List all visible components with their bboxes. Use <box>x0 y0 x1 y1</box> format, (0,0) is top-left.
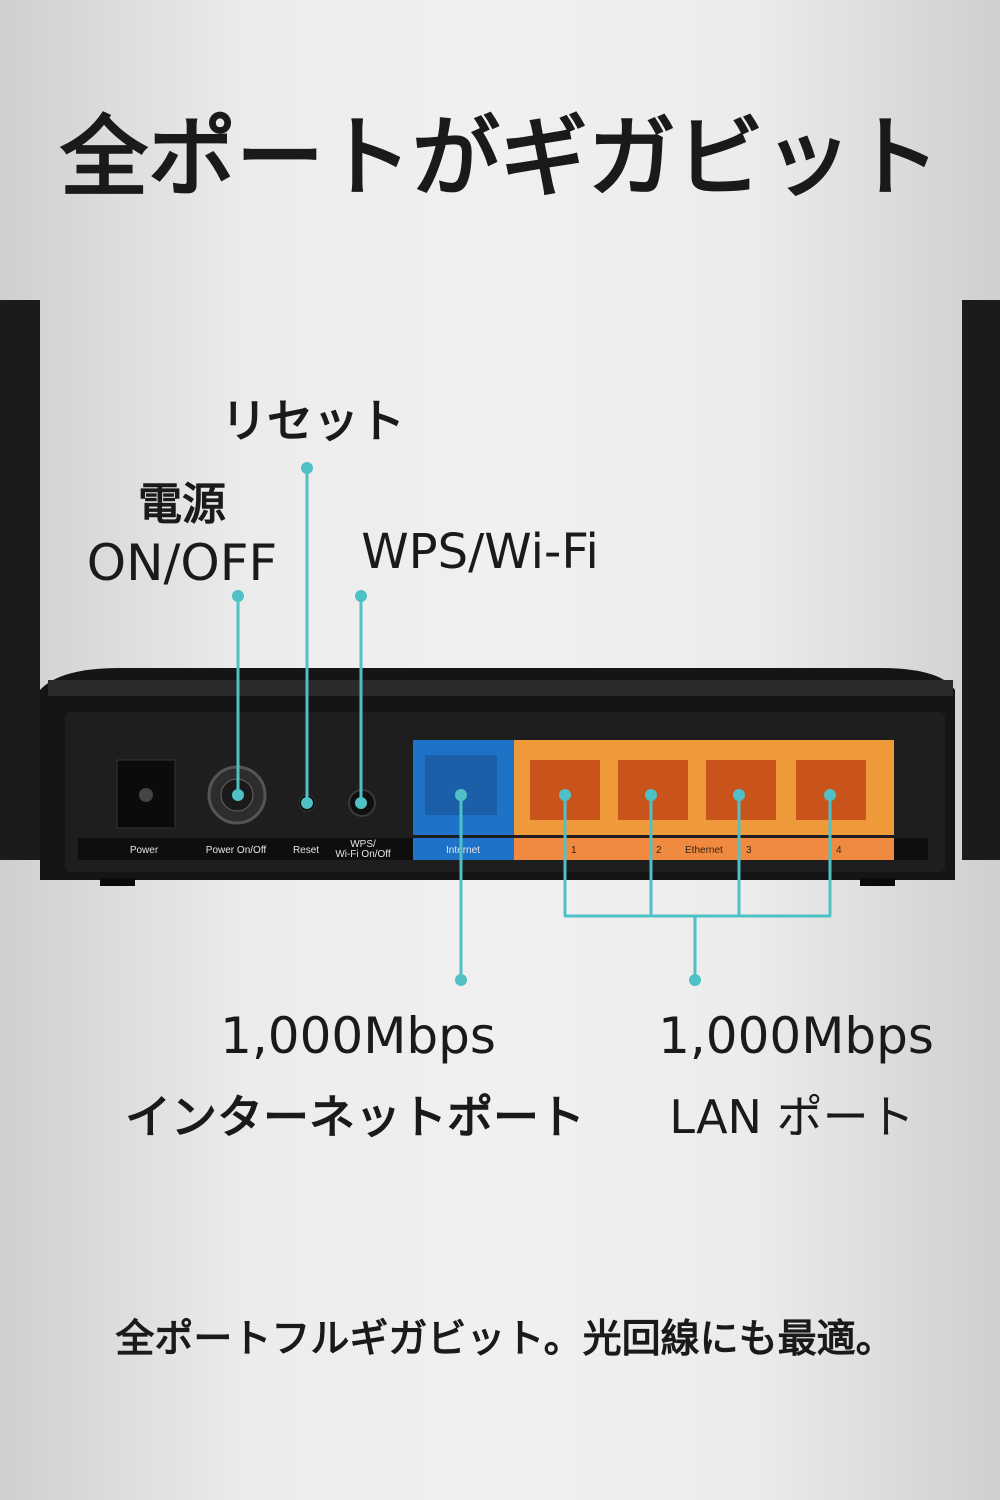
right-antenna <box>962 300 1000 860</box>
callout-lines <box>232 462 836 986</box>
label-port-1: 1 <box>571 845 577 856</box>
router-back-panel: Power Power On/Off Reset WPS/ Wi-Fi On/O… <box>40 668 955 886</box>
label-reset: Reset <box>293 845 319 856</box>
label-port-3: 3 <box>746 845 752 856</box>
label-power: Power <box>130 845 159 856</box>
label-wps-1: WPS/ <box>350 839 376 850</box>
lan-label: LAN ポート <box>669 1090 914 1144</box>
label-ethernet: Ethernet <box>685 845 723 856</box>
internet-speed: 1,000Mbps <box>220 1007 496 1065</box>
label-port-4: 4 <box>836 845 842 856</box>
lan-speed: 1,000Mbps <box>658 1007 934 1065</box>
internet-label: インターネットポート <box>125 1090 585 1144</box>
label-internet: Internet <box>446 845 480 856</box>
callout-power-1: 電源 <box>138 479 226 530</box>
footer-tagline: 全ポートフルギガビット。光回線にも最適。 <box>114 1317 894 1362</box>
left-antenna <box>0 300 40 860</box>
label-power-onoff: Power On/Off <box>206 845 267 856</box>
label-wps-2: Wi-Fi On/Off <box>335 849 391 860</box>
callout-reset: リセット <box>221 394 405 448</box>
title: 全ポートがギガビット <box>59 106 940 209</box>
callout-wps: WPS/Wi-Fi <box>361 524 599 580</box>
callout-power-2: ON/OFF <box>87 534 277 592</box>
label-port-2: 2 <box>656 845 662 856</box>
